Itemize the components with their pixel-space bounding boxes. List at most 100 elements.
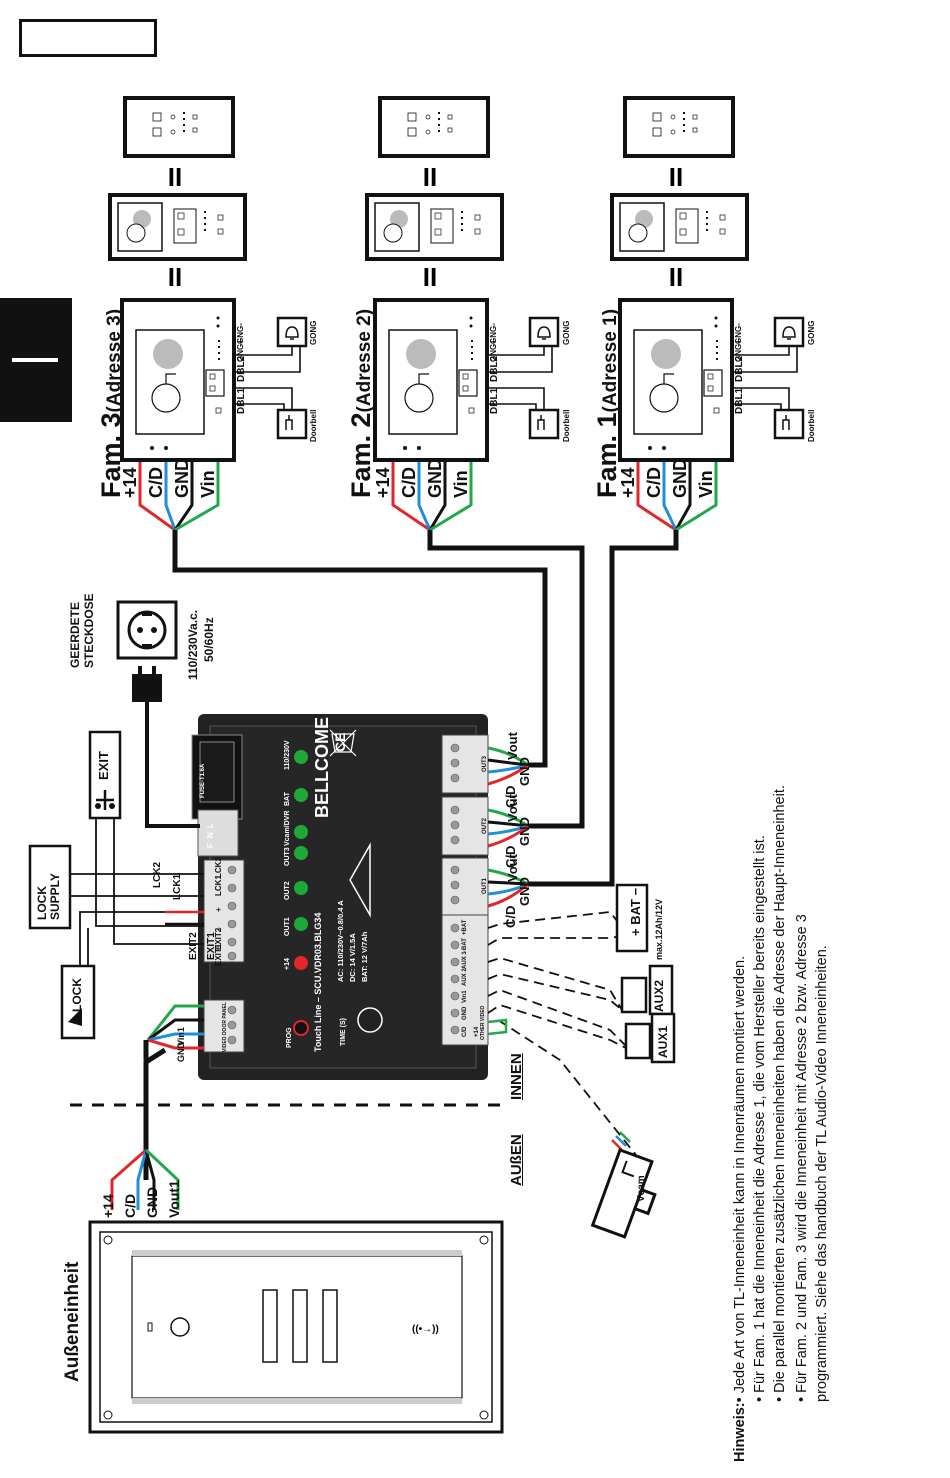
indoor-monitor-mid	[108, 193, 247, 261]
wire-label-gnd: GND	[172, 458, 192, 498]
doorbell-label: Doorbell	[562, 409, 571, 442]
terminal-label: AUX 2	[462, 968, 468, 986]
indoor-monitor-mid	[610, 193, 749, 261]
dbl1-label: DBL1	[236, 387, 247, 414]
doorbell-label: Doorbell	[807, 409, 816, 442]
terminal-label: N	[206, 832, 215, 838]
side-chapter-tab	[0, 298, 72, 422]
wire-label-14: +14	[618, 467, 638, 498]
wire-label-gnd: GND	[670, 458, 690, 498]
svg-text:II: II	[423, 262, 437, 292]
other-video-label: OTHER VIDEO	[480, 1005, 486, 1040]
indoor-monitor-small	[623, 96, 735, 158]
fam-1-column: II II	[610, 96, 805, 462]
exit-label: EXIT	[96, 751, 111, 780]
outdoor-panel: ((•→))	[88, 1220, 504, 1434]
led-label: OUT3	[284, 847, 291, 866]
wire-label-cd: C/D	[122, 1193, 138, 1218]
socket-title: GEERDETE STECKDOSE	[68, 593, 96, 668]
out-label-gnd: GND	[517, 817, 532, 846]
socket-frequency: 50/60Hz	[202, 617, 216, 662]
gong-label: GONG	[807, 320, 816, 345]
fuse-label: FUSE-T1.6A	[200, 763, 206, 798]
wire-label-gnd: GND	[425, 458, 445, 498]
wire-label-vin: Vin	[451, 470, 471, 498]
terminal-label: F	[206, 843, 215, 848]
wire-label-cd: C/D	[399, 467, 419, 498]
vcam-camera-icon	[590, 1148, 657, 1239]
indoor-monitor-small	[123, 96, 235, 158]
terminal-label: -BAT	[462, 938, 468, 952]
note-line: • Für Fam. 1 hat die Inneneinheit die Ad…	[752, 835, 768, 1402]
out-name: OUT2	[482, 817, 488, 834]
terminal-label: LCK1	[214, 875, 223, 896]
wire-label-cd: C/D	[146, 467, 166, 498]
led-label: OUT2	[284, 881, 291, 900]
brand-label: BELLCOME	[312, 717, 332, 818]
panel-wire-fan	[110, 1004, 204, 1210]
out-name: OUT3	[482, 755, 488, 772]
bat-label: + BAT −	[628, 887, 643, 936]
wire-label-cd: C/D	[644, 467, 664, 498]
out-name: OUT1	[482, 877, 488, 894]
lock-supply-box	[28, 844, 204, 930]
note-line: • Für Fam. 2 und Fam. 3 wird die Innenei…	[794, 914, 810, 1402]
aux2-label: AUX2	[652, 979, 666, 1012]
terminal-label: +BAT	[462, 919, 468, 935]
doorbell-label: Doorbell	[309, 409, 318, 442]
out-label-vout: Vout	[505, 732, 520, 760]
wire-label-14: +14	[100, 1194, 116, 1218]
terminal-label: C/D	[462, 1026, 468, 1037]
prog-label: PROG	[286, 1027, 293, 1048]
gong-icon	[773, 316, 805, 348]
gnd-minus-label: GNG-	[489, 323, 498, 344]
doorbell-icon	[773, 408, 805, 440]
out-terminal-wires	[487, 746, 529, 908]
svg-text:II: II	[669, 162, 683, 192]
svg-text:CE: CE	[332, 733, 348, 752]
indoor-monitor-small	[378, 96, 490, 158]
led-label: Vcam/DVR	[284, 810, 291, 846]
led-label: OUT1	[284, 917, 291, 936]
svg-text:II: II	[168, 262, 182, 292]
other-video-wires	[487, 1018, 631, 1151]
wire-label-vin: Vin	[198, 470, 218, 498]
dbl1-label: DBL1	[734, 387, 745, 414]
terminal-label: L	[206, 823, 215, 828]
monitor-wire-fans	[138, 462, 718, 532]
exit-term-label: EXIT2	[188, 932, 199, 960]
lock-label: LOCK	[70, 978, 84, 1012]
svg-text:II: II	[168, 162, 182, 192]
aux1-label: AUX1	[656, 1025, 670, 1058]
mains-plug-icon	[132, 666, 200, 828]
aux1-box	[624, 1012, 676, 1064]
gong-label: GONG	[562, 320, 571, 345]
wire-label-vout1: Vout1	[166, 1180, 182, 1218]
led-label: 110/230V	[284, 740, 291, 770]
exit-button-icon	[88, 730, 204, 945]
lock-term-label: LCK1	[172, 873, 183, 900]
svg-text:((•→)): ((•→))	[412, 1324, 439, 1335]
terminal-label: AUX 1	[462, 951, 468, 969]
lock-supply-label: LOCK SUPPLY	[35, 873, 62, 920]
outdoor-unit-label: Außeneinheit	[62, 1261, 83, 1382]
terminal-label: +	[214, 907, 223, 912]
spec-bat: BAT: 12 V/7Ah	[360, 931, 369, 982]
outside-label: AUßEN	[508, 1134, 525, 1186]
gong-label: GONG	[309, 320, 318, 345]
led-row	[293, 750, 309, 1036]
indoor-monitor-main	[618, 298, 734, 462]
socket-voltage: 110/230Va.c.	[186, 609, 200, 680]
controller-unit: CE	[191, 714, 489, 1080]
gong-icon	[528, 316, 560, 348]
vcam-label: Vcam	[636, 1175, 647, 1202]
battery-box	[615, 883, 649, 953]
gnd-minus-label: GNG-	[236, 323, 245, 344]
out-label-cd: C/D	[503, 785, 518, 808]
out-label-cd: C/D	[503, 845, 518, 868]
wire-label-gnd: GND	[144, 1186, 160, 1218]
lock-term-label: LCK2	[152, 861, 163, 888]
doorbell-icon	[528, 408, 560, 440]
led-label: +14	[284, 958, 291, 970]
fam-3-column: II II	[108, 96, 308, 462]
